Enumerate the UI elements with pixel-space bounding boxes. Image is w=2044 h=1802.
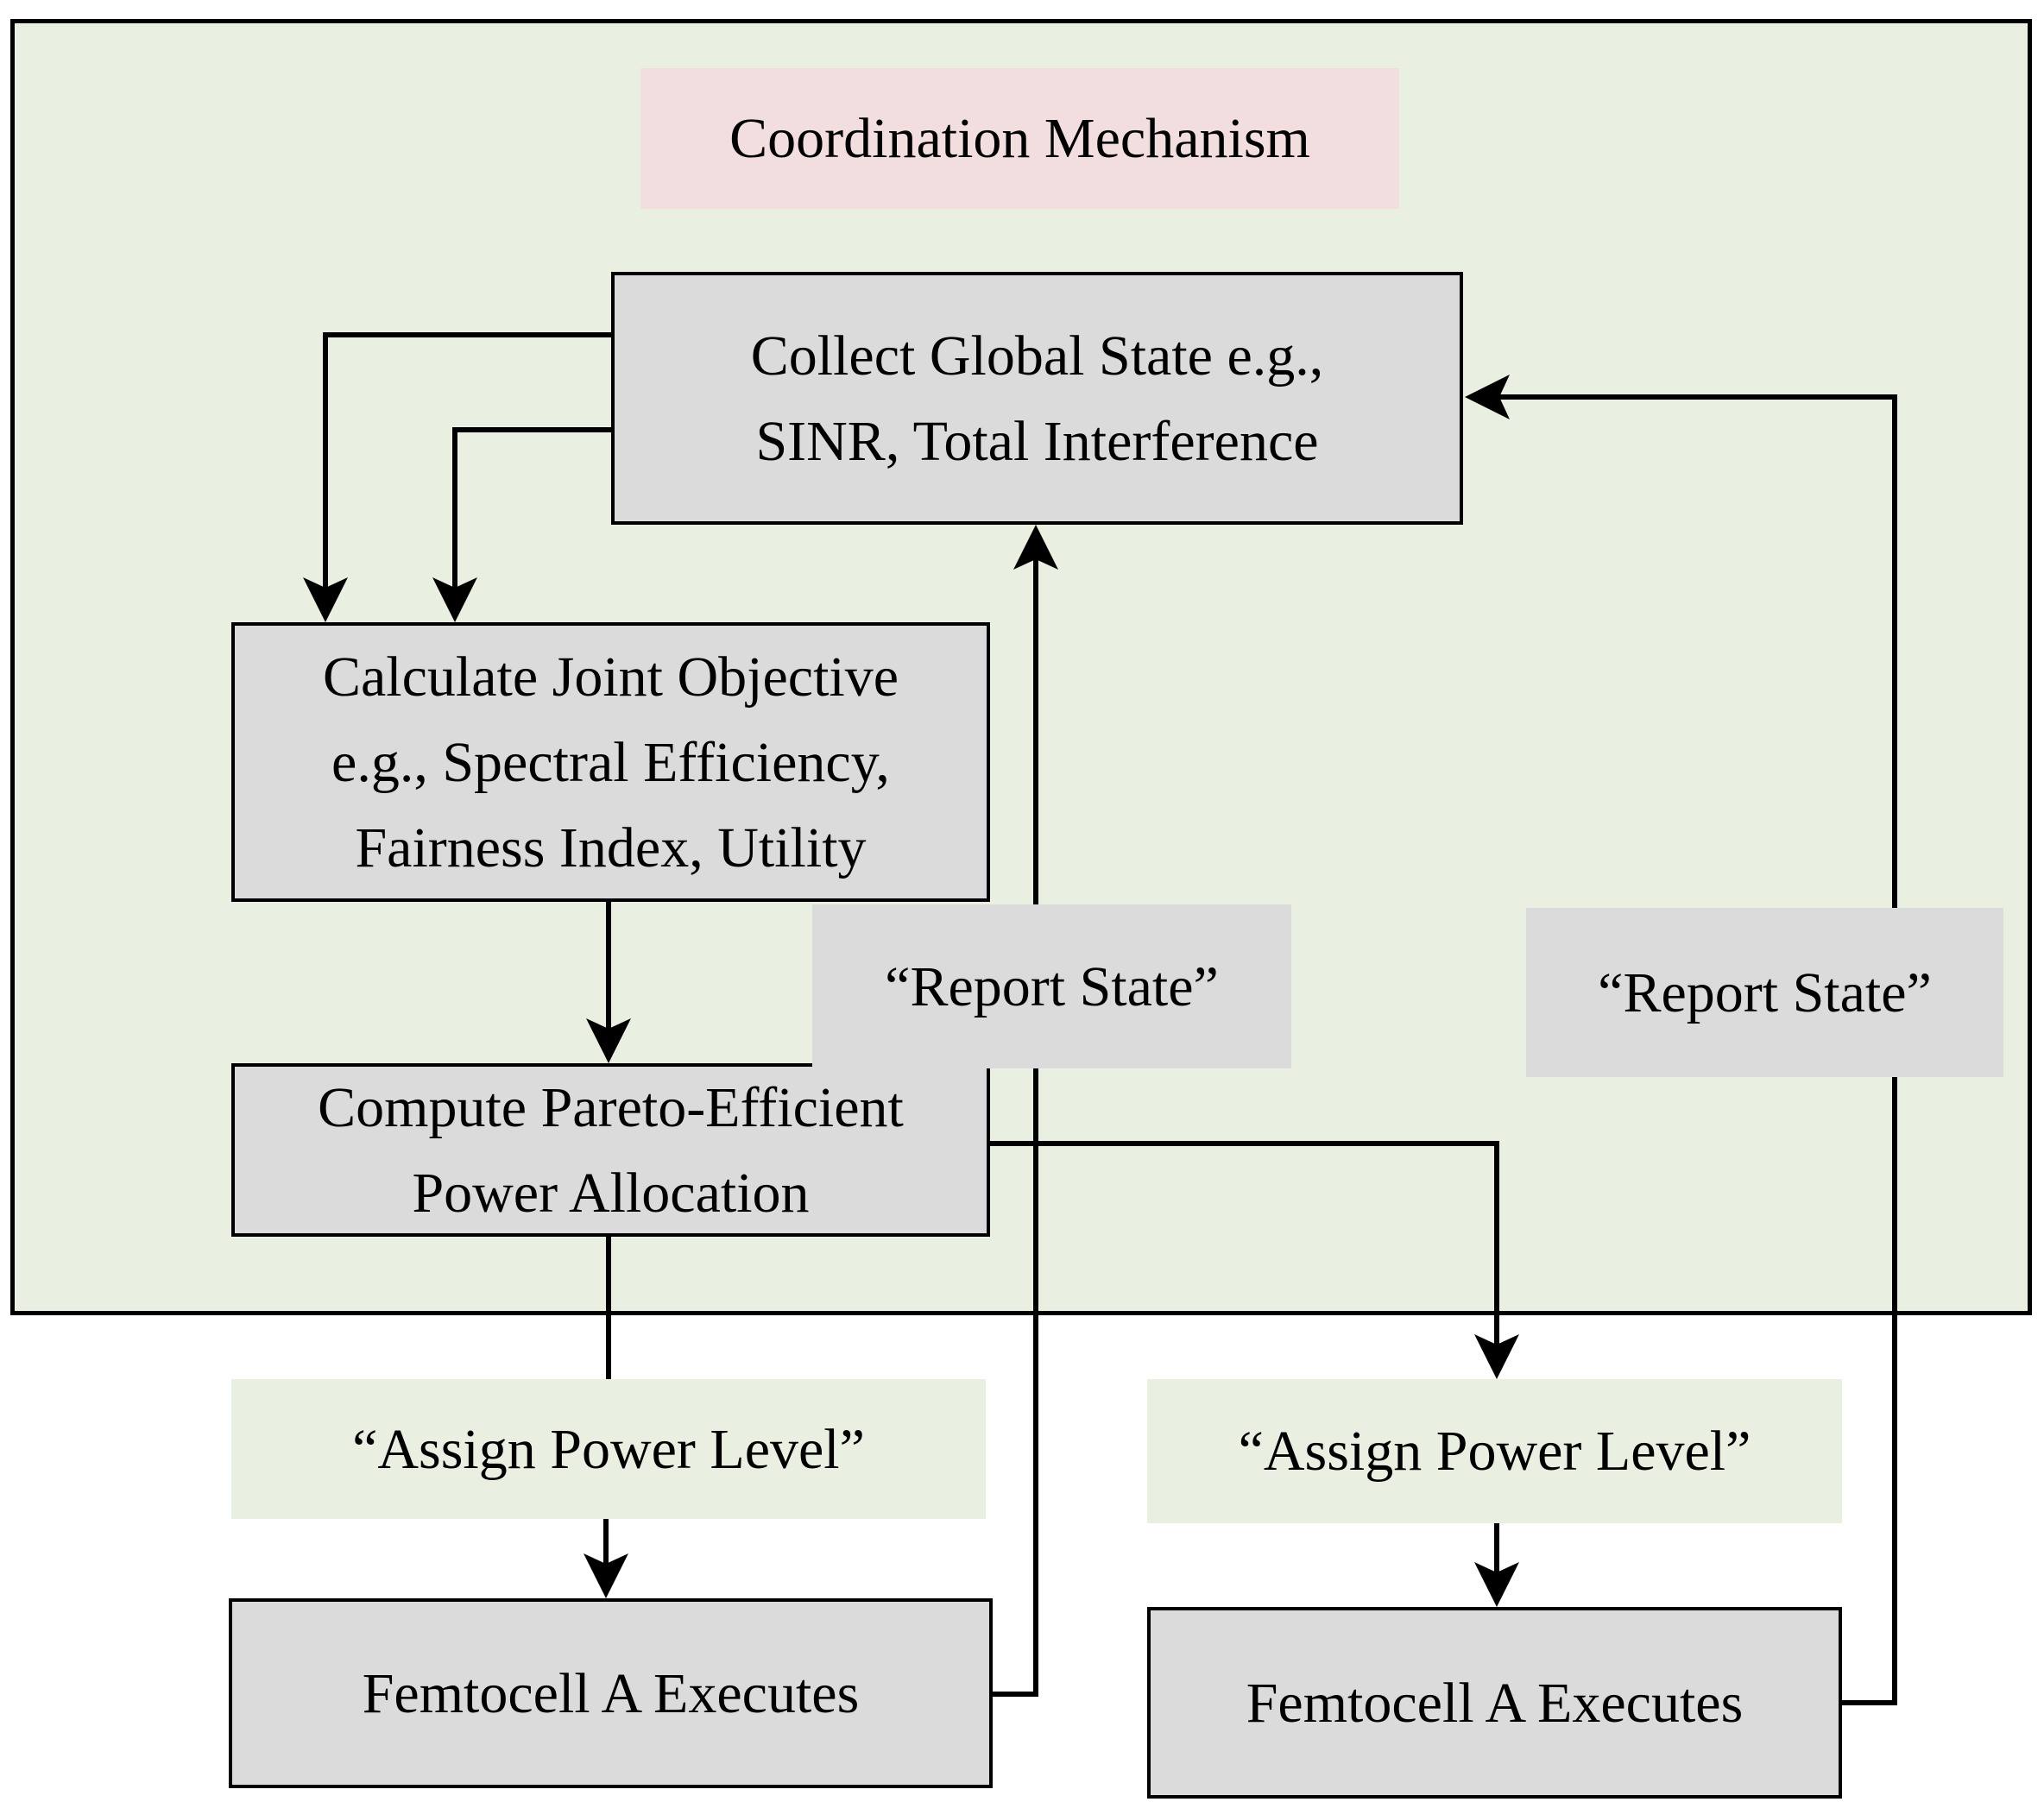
collect-global-state-box: Collect Global State e.g., SINR, Total I… bbox=[611, 272, 1463, 525]
assign-power-right-text: “Assign Power Level” bbox=[1238, 1420, 1751, 1483]
title-box: Coordination Mechanism bbox=[640, 68, 1399, 209]
collect-line-2: SINR, Total Interference bbox=[755, 409, 1319, 473]
arrowhead-down-femtocell-left bbox=[584, 1553, 628, 1598]
report-state-right-text: “Report State” bbox=[1598, 961, 1932, 1024]
calculate-line-1: Calculate Joint Objective bbox=[322, 645, 899, 709]
compute-power-allocation-box: Compute Pareto-Efficient Power Allocatio… bbox=[231, 1063, 990, 1237]
report-state-label-left: “Report State” bbox=[812, 904, 1291, 1068]
assign-power-label-left: “Assign Power Level” bbox=[231, 1379, 986, 1519]
report-state-label-right: “Report State” bbox=[1526, 908, 2003, 1077]
femtocell-left-text: Femtocell A Executes bbox=[362, 1661, 860, 1725]
compute-line-1: Compute Pareto-Efficient bbox=[318, 1075, 904, 1139]
collect-line-1: Collect Global State e.g., bbox=[750, 324, 1324, 387]
calculate-line-2: e.g., Spectral Efficiency, bbox=[331, 730, 890, 794]
assign-power-left-text: “Assign Power Level” bbox=[352, 1417, 865, 1481]
compute-line-2: Power Allocation bbox=[412, 1161, 810, 1225]
assign-power-label-right: “Assign Power Level” bbox=[1147, 1379, 1842, 1523]
femtocell-executes-box-left: Femtocell A Executes bbox=[229, 1598, 993, 1788]
arrowhead-down-femtocell-right bbox=[1474, 1562, 1519, 1607]
femtocell-right-text: Femtocell A Executes bbox=[1246, 1671, 1744, 1735]
report-state-left-text: “Report State” bbox=[885, 955, 1219, 1018]
title-label: Coordination Mechanism bbox=[729, 107, 1310, 170]
arrowhead-down-assign-right bbox=[1474, 1334, 1519, 1379]
calculate-joint-objective-box: Calculate Joint Objective e.g., Spectral… bbox=[231, 622, 990, 902]
calculate-line-3: Fairness Index, Utility bbox=[355, 816, 867, 879]
femtocell-executes-box-right: Femtocell A Executes bbox=[1147, 1607, 1842, 1799]
